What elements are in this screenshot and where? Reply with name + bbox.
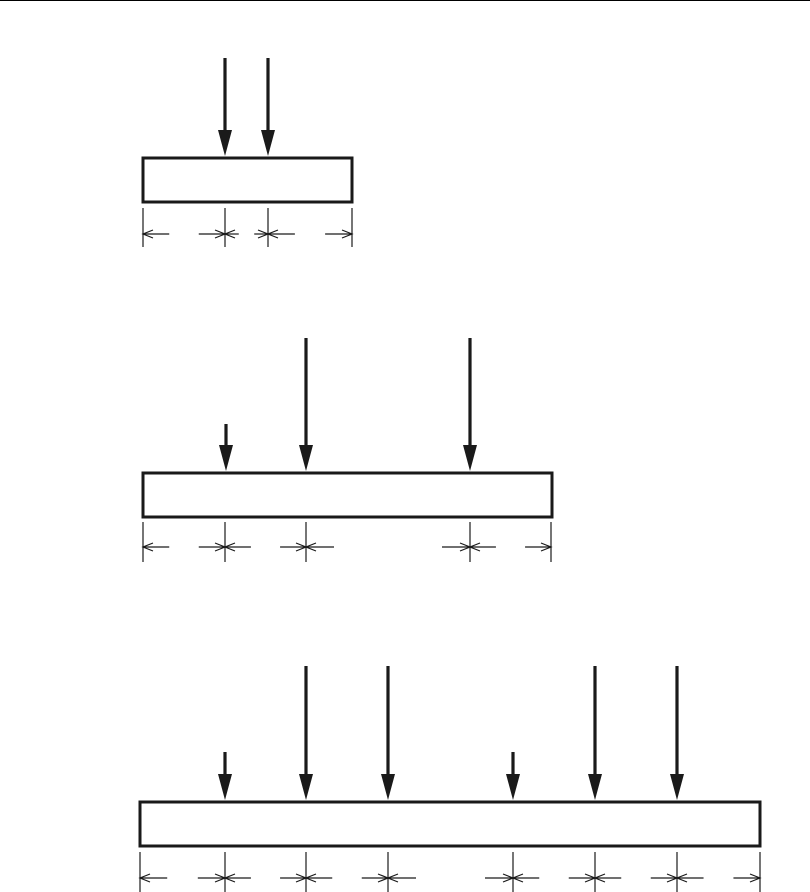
load-arrow-head-4 [506, 774, 520, 800]
figure-2 [143, 338, 552, 562]
figure-1 [143, 58, 352, 247]
load-arrow-head-5 [588, 774, 602, 800]
load-arrow-head-2 [299, 774, 313, 800]
load-arrow-head-1 [218, 130, 232, 156]
load-arrow-head-3 [463, 445, 477, 471]
load-arrow-head-6 [670, 774, 684, 800]
load-arrow-head-2 [261, 130, 275, 156]
load-arrow-head-1 [219, 445, 233, 471]
figure-3 [140, 666, 760, 892]
beam-rectangle [143, 158, 352, 202]
beam-rectangle [143, 473, 552, 517]
beam-rectangle [140, 802, 760, 846]
load-arrow-head-3 [381, 774, 395, 800]
load-arrow-head-2 [299, 445, 313, 471]
load-arrow-head-1 [218, 774, 232, 800]
